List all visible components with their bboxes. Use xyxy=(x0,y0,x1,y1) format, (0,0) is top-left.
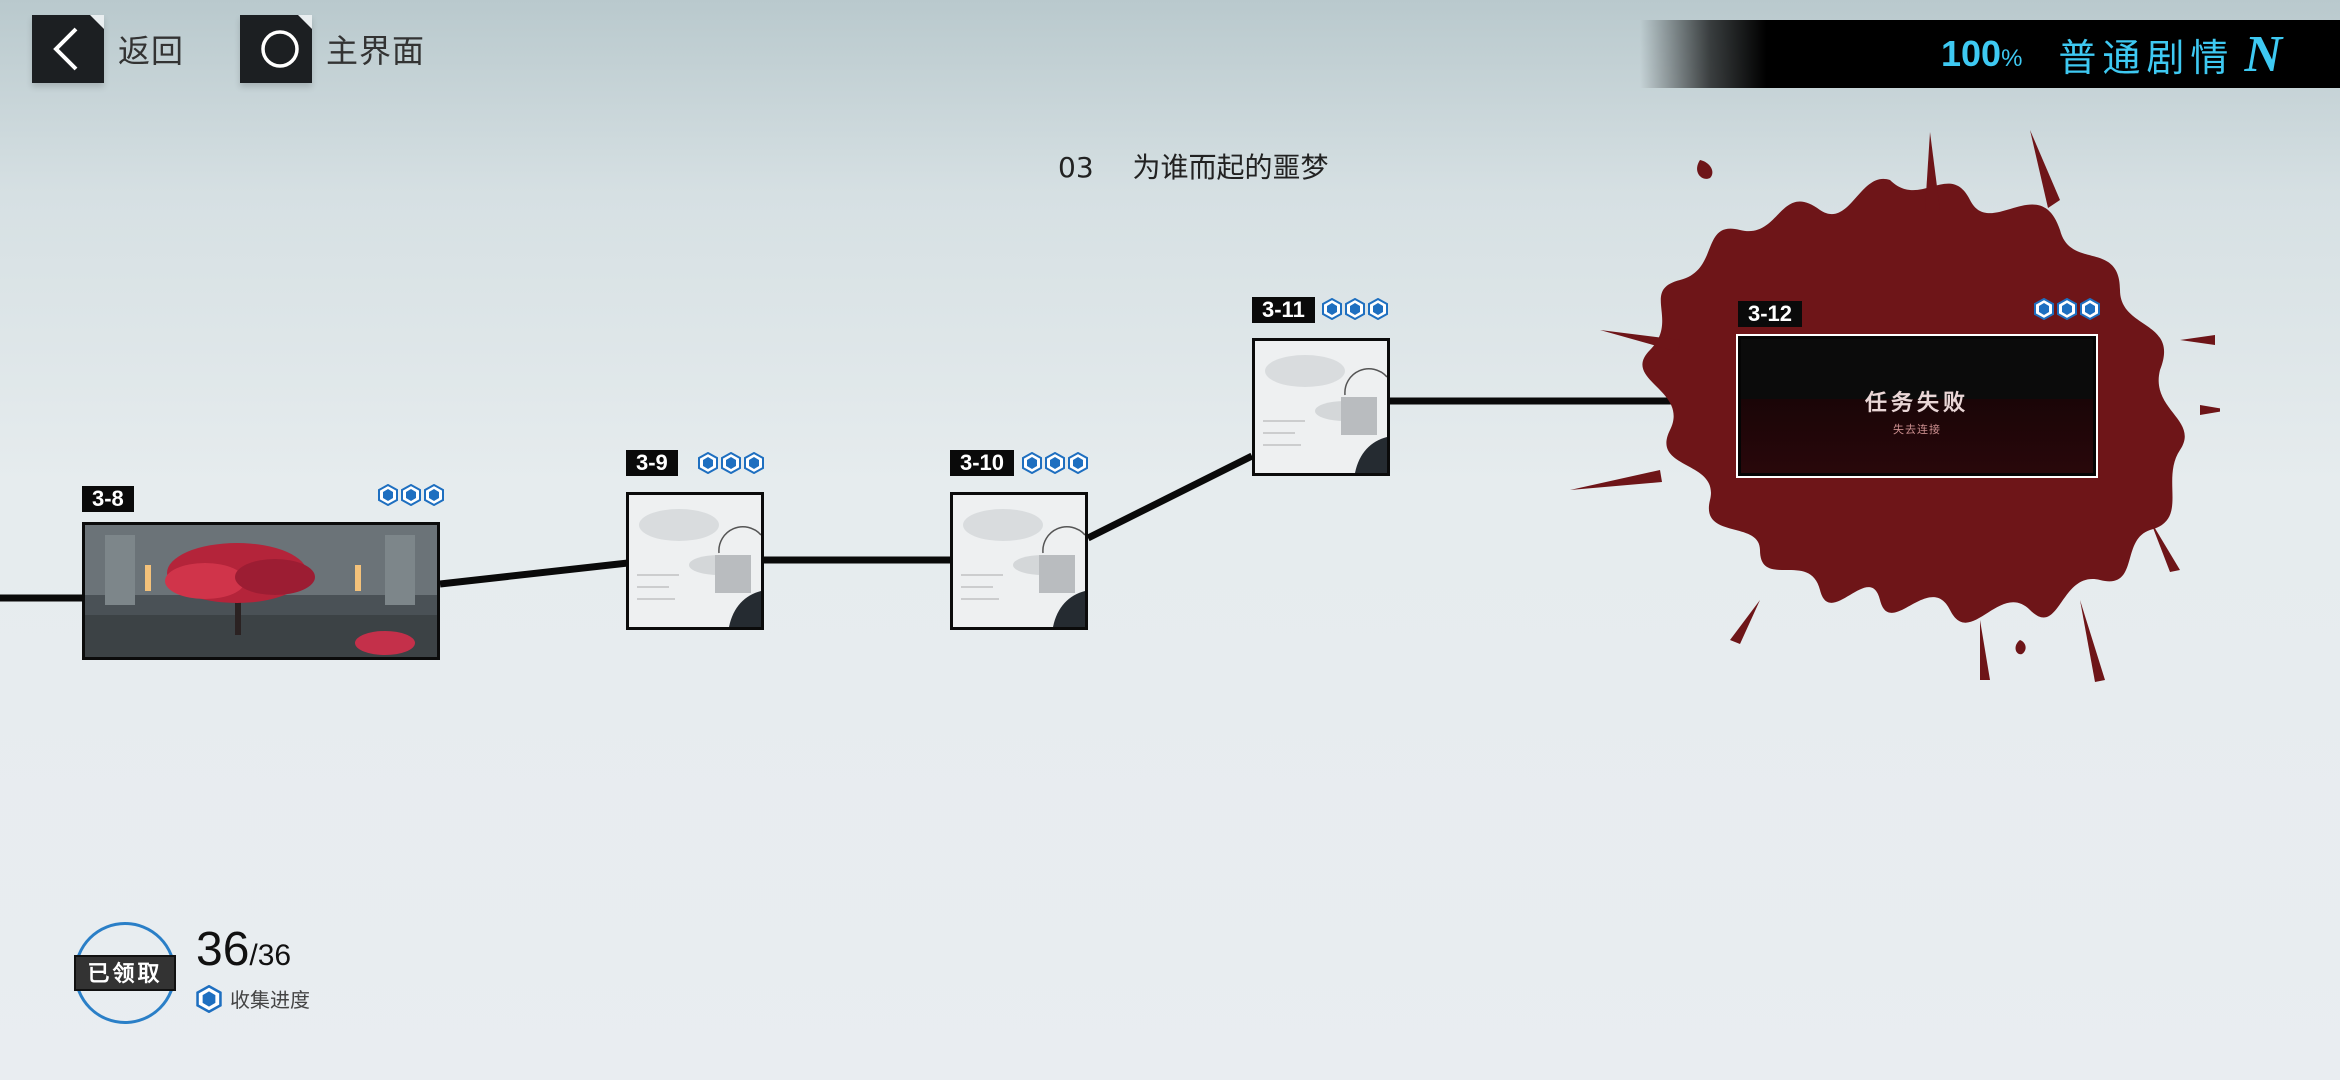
collection-count: 36/36 xyxy=(196,922,291,977)
hexagon-icon xyxy=(698,452,718,474)
stage-label-3-8: 3-8 xyxy=(82,486,134,512)
mode-label: 普通剧情 xyxy=(2058,35,2235,80)
stage-thumbnail-3-10 xyxy=(953,495,1085,627)
completion-percent: 100% xyxy=(1941,33,2023,74)
hexagon-icon xyxy=(2034,298,2054,320)
home-button[interactable]: 主界面 xyxy=(240,14,425,84)
collected-total: /36 xyxy=(249,939,292,972)
home-label: 主界面 xyxy=(326,32,426,70)
hexagon-icon xyxy=(721,452,741,474)
stage-label-3-9: 3-9 xyxy=(626,450,678,476)
mode-letter: N xyxy=(2244,25,2282,83)
difficulty-banner[interactable]: 100% 普通剧情 N xyxy=(1640,20,2340,88)
stage-thumbnail-3-9 xyxy=(629,495,761,627)
hexagon-icon xyxy=(424,484,444,506)
stage-node-3-8[interactable] xyxy=(82,522,440,660)
stage-label-3-11: 3-11 xyxy=(1252,297,1315,323)
chevron-left-icon xyxy=(32,15,104,83)
hexagon-icon xyxy=(401,484,421,506)
hexagon-icon xyxy=(196,984,222,1013)
stage-stars-3-9 xyxy=(698,452,764,474)
circle-icon xyxy=(240,15,312,83)
hexagon-icon xyxy=(744,452,764,474)
hexagon-icon xyxy=(2080,298,2100,320)
stage-node-3-9[interactable] xyxy=(626,492,764,630)
stage-node-3-11[interactable] xyxy=(1252,338,1390,476)
hexagon-icon xyxy=(1345,298,1365,320)
stage-node-3-10[interactable] xyxy=(950,492,1088,630)
hexagon-icon xyxy=(1322,298,1342,320)
back-button[interactable]: 返回 xyxy=(32,14,184,84)
stage-stars-3-11 xyxy=(1322,298,1388,320)
collection-label: 收集进度 xyxy=(230,988,310,1012)
stage-stars-3-12 xyxy=(2034,298,2100,320)
hexagon-icon xyxy=(1045,452,1065,474)
hexagon-icon xyxy=(2057,298,2077,320)
hexagon-icon xyxy=(378,484,398,506)
stage-thumbnail-3-11 xyxy=(1255,341,1387,473)
chapter-name: 为谁而起的噩梦 xyxy=(1132,151,1329,184)
stage-stars-3-8 xyxy=(378,484,444,506)
stage-thumbnail-3-8 xyxy=(85,525,437,657)
mission-failed-title: 任务失败 xyxy=(1864,391,1969,416)
hexagon-icon xyxy=(1022,452,1042,474)
collected-number: 36 xyxy=(196,923,250,976)
chapter-title: 03 为谁而起的噩梦 xyxy=(1058,146,1329,186)
stage-label-3-12: 3-12 xyxy=(1738,301,1803,327)
stage-node-3-12[interactable]: 任务失败 失去连接 xyxy=(1738,336,2096,476)
claimed-badge: 已领取 xyxy=(74,955,176,991)
hexagon-icon xyxy=(1068,452,1088,474)
stage-stars-3-10 xyxy=(1022,452,1088,474)
back-label: 返回 xyxy=(118,32,185,70)
chapter-number: 03 xyxy=(1058,151,1094,184)
stage-label-3-10: 3-10 xyxy=(950,450,1015,476)
hexagon-icon xyxy=(1368,298,1388,320)
mission-failed-subtitle: 失去连接 xyxy=(1893,423,1941,436)
collection-progress-label: 收集进度 xyxy=(196,984,310,1013)
